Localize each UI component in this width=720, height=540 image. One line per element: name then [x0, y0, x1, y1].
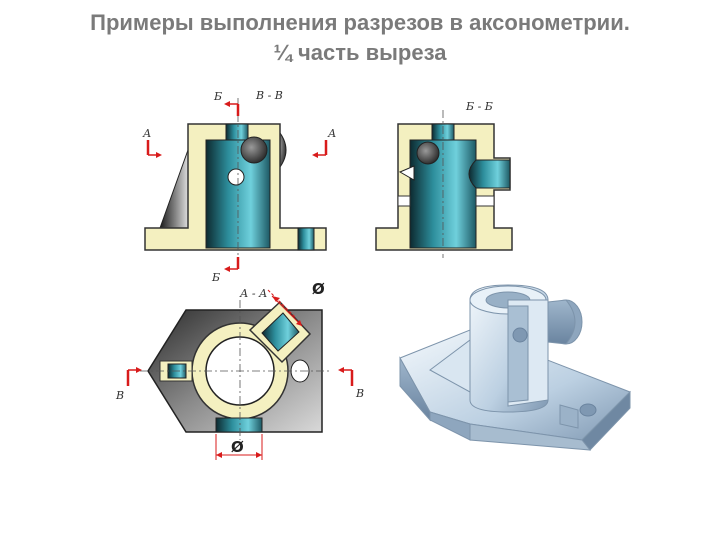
section-label-b-b: Б - Б: [465, 100, 493, 113]
cut-label-a-right: А: [327, 127, 336, 140]
cut-label-b-top: Б: [213, 90, 222, 103]
section-label-a-a: А - А: [239, 287, 267, 300]
cut-label-a-left: А: [142, 127, 151, 140]
page-subtitle: ¼ часть выреза: [273, 40, 447, 65]
diameter-symbol-top: Ø: [312, 280, 325, 298]
diameter-symbol-bottom: Ø: [231, 438, 244, 456]
page-title: Примеры выполнения разрезов в аксонометр…: [90, 10, 630, 35]
section-label-v-v: В - В: [255, 89, 283, 102]
cut-label-v-right: В: [355, 387, 364, 400]
cut-label-b-bottom: Б: [211, 271, 220, 284]
cut-label-v-left: В: [115, 389, 124, 402]
front-section-view: Б В - В А А Б: [142, 89, 336, 284]
axonometric-model: [399, 284, 631, 451]
side-section-view: Б - Б: [375, 100, 513, 258]
top-section-view: Ø А - А Ø В В: [115, 280, 364, 460]
